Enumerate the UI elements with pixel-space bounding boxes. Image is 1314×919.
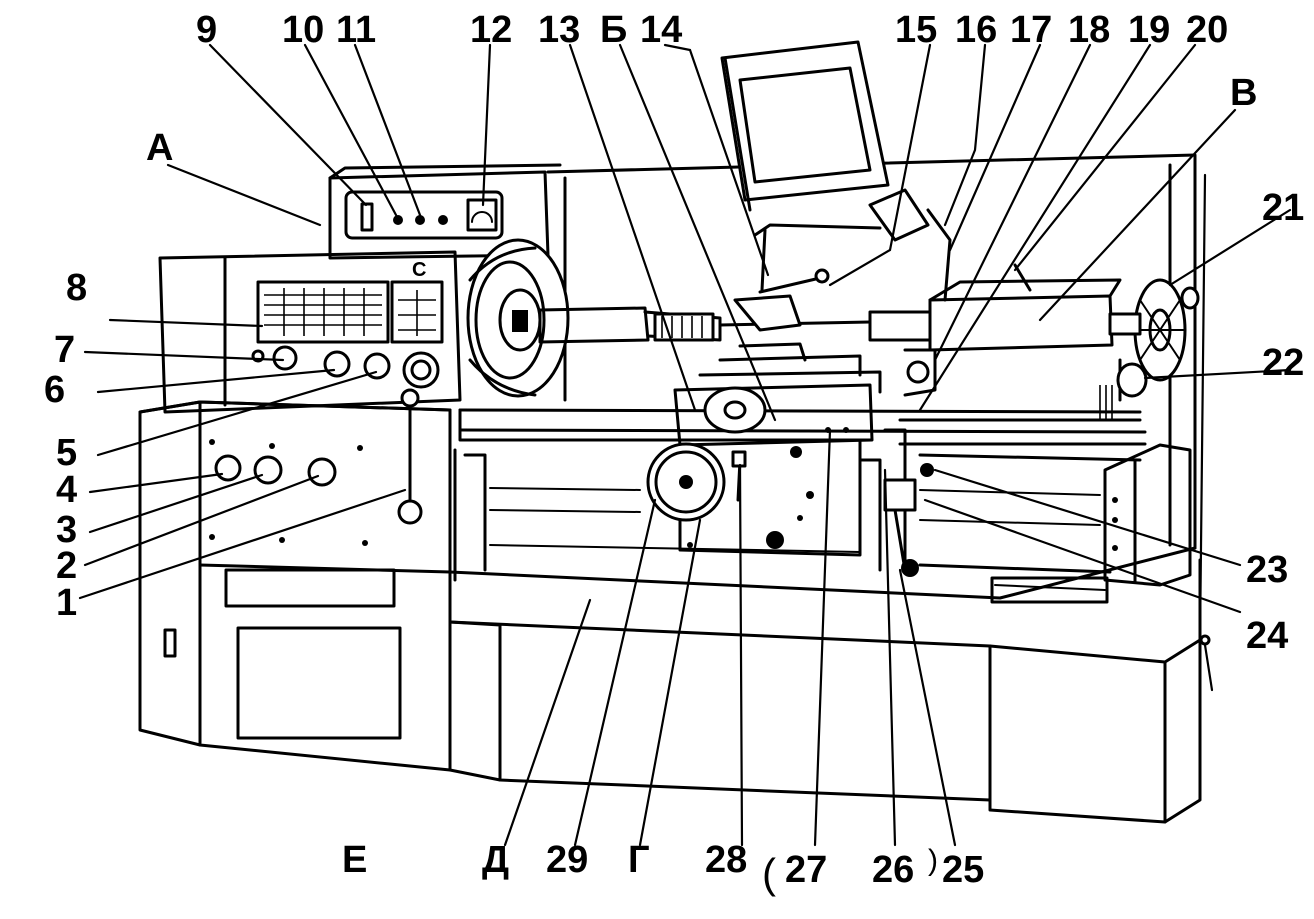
label-27: 27 xyxy=(785,849,827,891)
label-21: 21 xyxy=(1262,187,1304,229)
panel-mark: C xyxy=(412,259,426,281)
label-13: 13 xyxy=(538,9,580,51)
label-2: 2 xyxy=(56,545,77,587)
label-1: 1 xyxy=(56,582,77,624)
label-28: 28 xyxy=(705,839,747,881)
button-11[interactable] xyxy=(415,215,425,225)
knob-5[interactable] xyxy=(363,352,391,380)
label-16: 16 xyxy=(955,9,997,51)
label-E: Е xyxy=(342,839,367,881)
headstock: C xyxy=(158,250,462,414)
label-9: 9 xyxy=(196,9,217,51)
switch-9[interactable] xyxy=(360,202,374,232)
label-22: 22 xyxy=(1262,342,1304,384)
knob-2[interactable] xyxy=(307,457,337,487)
label-24: 24 xyxy=(1246,615,1288,657)
label-25: 25 xyxy=(942,849,984,891)
callout-labels: A 9 10 11 12 13 Б 14 15 16 17 18 19 20 В… xyxy=(44,9,1304,897)
label-10: 10 xyxy=(282,9,324,51)
pedestal-slot xyxy=(163,628,177,658)
label-14: 14 xyxy=(640,9,682,51)
paren-open: ( xyxy=(762,850,776,897)
label-5: 5 xyxy=(56,432,77,474)
tailstock xyxy=(928,278,1200,420)
electrical-cabinet xyxy=(328,163,562,260)
label-G: Г xyxy=(628,839,650,881)
label-8: 8 xyxy=(66,267,87,309)
tailstock-knob-22[interactable] xyxy=(1116,362,1148,398)
label-6: 6 xyxy=(44,369,65,411)
label-29: 29 xyxy=(546,839,588,881)
knob-6[interactable] xyxy=(323,350,351,378)
carriage-apron xyxy=(646,268,937,577)
tool-post[interactable] xyxy=(733,294,802,332)
control-panel xyxy=(344,190,504,240)
label-17: 17 xyxy=(1010,9,1052,51)
label-A: A xyxy=(146,127,173,169)
label-11: 11 xyxy=(336,9,376,51)
leader-lines xyxy=(78,43,1292,847)
feed-chart xyxy=(256,280,390,344)
label-B: Б xyxy=(600,9,627,51)
label-7: 7 xyxy=(54,329,75,371)
label-4: 4 xyxy=(56,469,77,511)
bed-ways xyxy=(453,408,1192,587)
label-12: 12 xyxy=(470,9,512,51)
lever-1[interactable] xyxy=(397,499,423,525)
label-26: 26 xyxy=(872,849,914,891)
feed-box xyxy=(138,388,452,546)
lever-24[interactable] xyxy=(920,463,934,477)
knob-3[interactable] xyxy=(253,455,283,485)
label-3: 3 xyxy=(56,509,77,551)
lever-25[interactable] xyxy=(901,559,919,577)
rear-guard xyxy=(546,153,1197,550)
label-19: 19 xyxy=(1128,9,1170,51)
label-20: 20 xyxy=(1186,9,1228,51)
lamp xyxy=(868,188,930,242)
spindle-chuck xyxy=(466,238,570,398)
label-D: Д xyxy=(482,839,509,881)
lever-28[interactable] xyxy=(731,450,747,468)
protective-screen xyxy=(720,40,890,202)
knob-4[interactable] xyxy=(214,454,242,482)
apron-button[interactable] xyxy=(766,531,784,549)
label-15: 15 xyxy=(895,9,937,51)
label-23: 23 xyxy=(1246,549,1288,591)
paren-close: ) xyxy=(928,844,938,877)
label-18: 18 xyxy=(1068,9,1110,51)
knob-7[interactable] xyxy=(272,345,298,371)
label-V: В xyxy=(1230,72,1257,114)
button-10[interactable] xyxy=(393,215,403,225)
